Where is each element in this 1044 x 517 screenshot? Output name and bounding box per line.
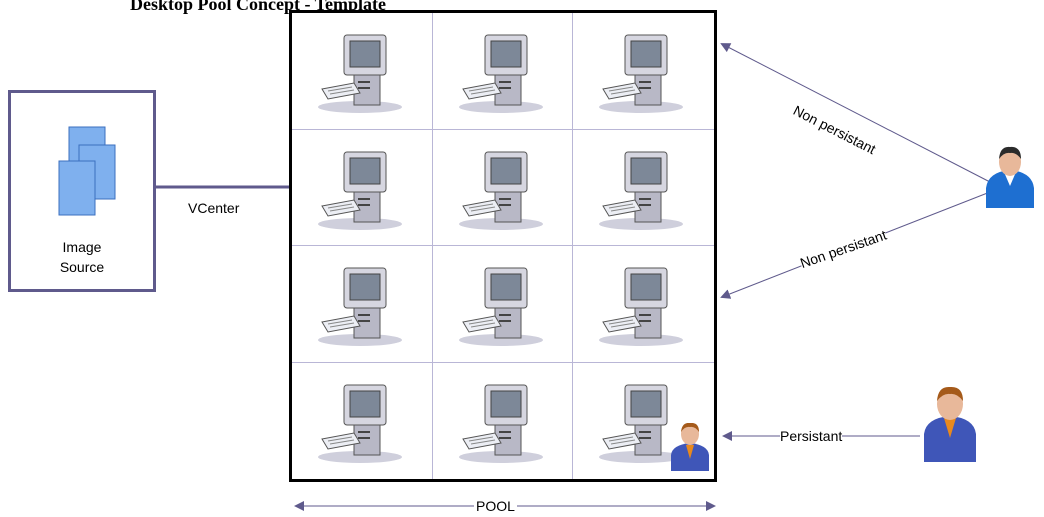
desktop-computer-icon <box>458 267 543 346</box>
desktop-computer-icon <box>599 384 684 463</box>
non-persistant-arrow-1 <box>720 43 991 183</box>
desktop-computer-icon <box>318 151 402 230</box>
desktop-cell <box>292 13 433 130</box>
desktop-computer-icon <box>318 384 402 463</box>
desktop-computer-icon <box>599 267 684 346</box>
desktop-computer-icon <box>318 34 402 113</box>
desktop-computer-icon <box>318 267 402 346</box>
desktop-cell <box>292 362 433 479</box>
image-source-label: Image Source <box>59 239 105 275</box>
desktop-computer-icon <box>458 34 543 113</box>
desktop-pool <box>289 10 717 482</box>
user-icon <box>986 146 1034 208</box>
document-stack-icon <box>58 126 116 216</box>
desktop-cell <box>573 363 714 480</box>
desktop-cell <box>573 130 714 246</box>
desktop-cell <box>432 246 574 363</box>
desktop-cell <box>573 13 714 130</box>
desktop-cell <box>432 13 574 130</box>
desktop-cell <box>292 246 433 363</box>
pool-label: POOL <box>474 498 517 514</box>
vcenter-label: VCenter <box>188 200 240 216</box>
persistant-label: Persistant <box>780 428 843 444</box>
desktop-cell <box>573 246 714 363</box>
desktop-computer-icon <box>599 34 684 113</box>
desktop-cell <box>432 129 574 246</box>
user-icon <box>671 422 710 471</box>
image-source-box: Image Source <box>8 90 156 292</box>
desktop-cell <box>433 362 574 479</box>
desktop-cell <box>292 129 433 246</box>
desktop-computer-icon <box>599 151 684 230</box>
desktop-computer-icon <box>458 384 543 463</box>
user-icon <box>924 386 976 462</box>
desktop-computer-icon <box>458 151 543 230</box>
